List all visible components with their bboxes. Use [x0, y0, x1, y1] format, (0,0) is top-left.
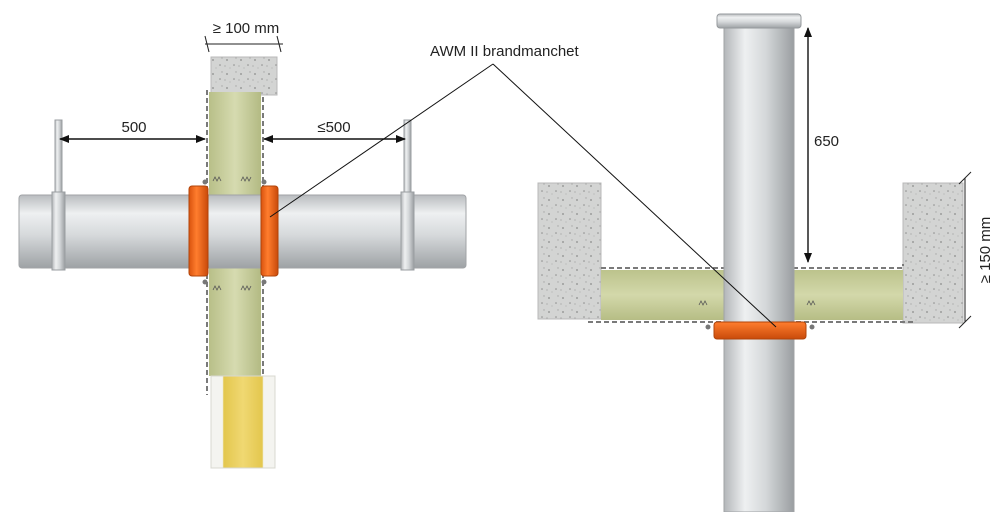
pipe-top-clamp — [716, 13, 802, 29]
vertical-distance-dimension: 650 — [804, 27, 839, 263]
callout: AWM II brandmanchet — [269, 43, 777, 328]
callout-leader-floor — [492, 63, 777, 328]
callout-label: AWM II brandmanchet — [430, 43, 579, 60]
left-support-distance-label: 500 — [121, 119, 146, 136]
right-support-distance-dimension: ≤500 — [263, 119, 406, 143]
floor-lining-top — [601, 264, 904, 269]
wall-concrete-cap — [210, 56, 278, 96]
floor-concrete-left — [537, 182, 602, 320]
wall-stone-wool-slab — [210, 375, 276, 469]
wall-thickness-label: ≥ 100 mm — [213, 20, 280, 37]
left-support-distance-dimension: 500 — [59, 119, 206, 143]
right-support-distance-label: ≤500 — [317, 119, 350, 136]
spring-mark — [240, 176, 252, 182]
spring-mark — [212, 285, 222, 291]
vertical-distance-label: 650 — [814, 133, 839, 150]
horizontal-pipe — [18, 194, 467, 269]
floor-thickness-dimension: ≥ 150 mm — [958, 171, 994, 329]
spring-mark — [212, 176, 222, 182]
right-pipe-hanger — [400, 119, 415, 271]
wall-fire-collar-right — [260, 179, 279, 285]
callout-leader-wall — [269, 63, 494, 218]
floor-thickness-label: ≥ 150 mm — [977, 217, 994, 284]
floor-fire-collar — [705, 321, 815, 340]
spring-mark — [240, 285, 252, 291]
wall-thickness-dimension: ≥ 100 mm — [204, 20, 283, 53]
left-pipe-hanger — [51, 119, 66, 271]
floor-concrete-right — [902, 182, 964, 324]
wall-detail — [206, 56, 278, 469]
vertical-pipe — [723, 17, 795, 513]
wall-fire-collar-left — [188, 179, 209, 285]
spring-mark — [698, 300, 708, 306]
spring-mark — [806, 300, 816, 306]
